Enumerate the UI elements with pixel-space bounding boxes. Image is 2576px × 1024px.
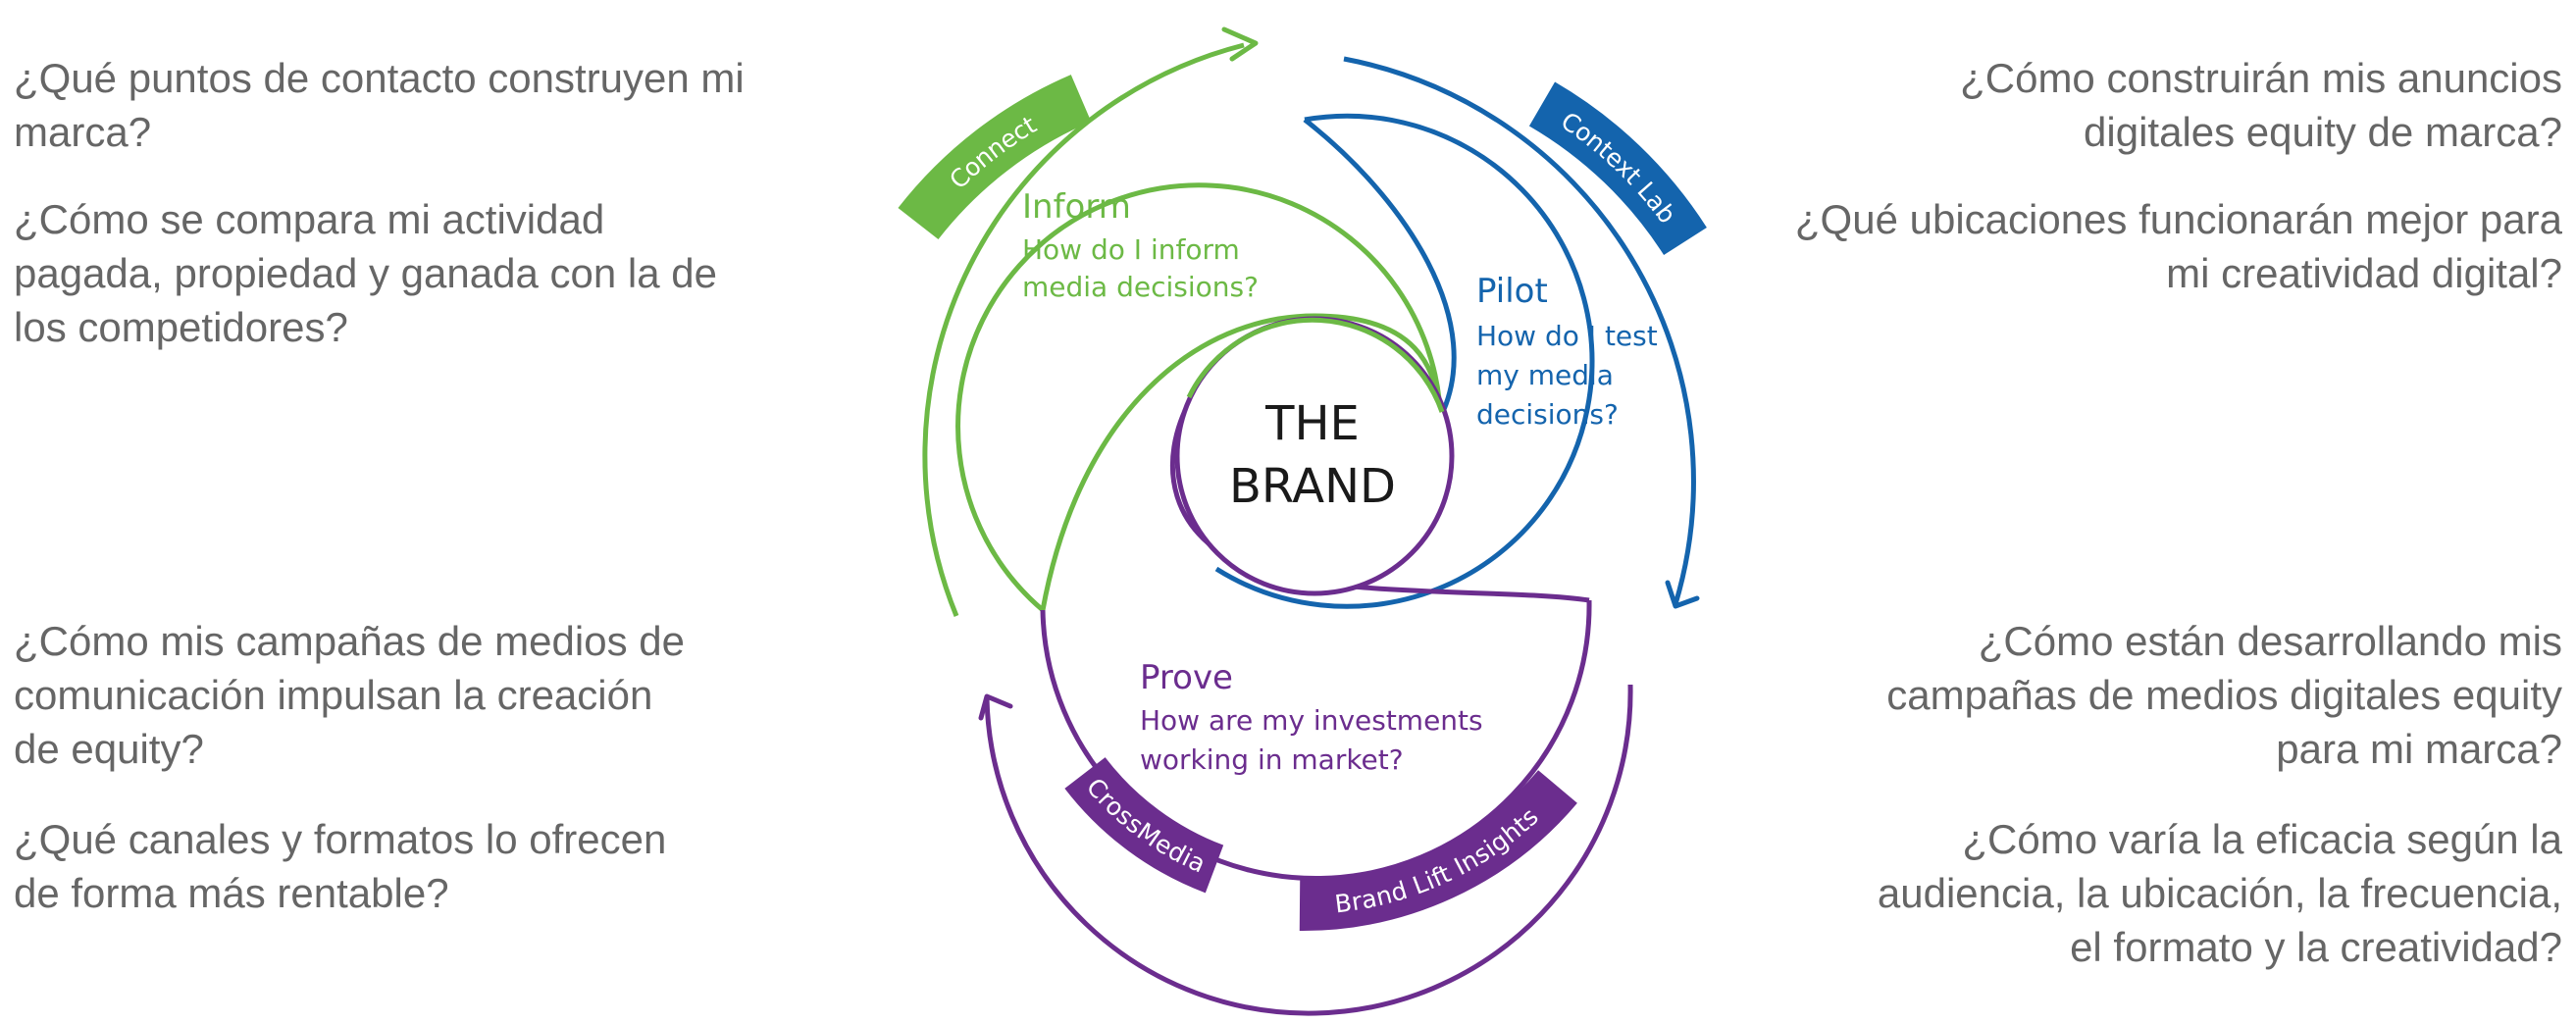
prove-question-line1: How are my investments — [1140, 704, 1483, 737]
question-crossmedia-equity: ¿Cómo mis campañas de medios de comunica… — [14, 618, 685, 772]
pilot-title: Pilot — [1476, 272, 1548, 311]
inform-inner-curve — [1040, 313, 1443, 611]
brand-center-line1: THE — [1264, 396, 1360, 451]
outer-purple-arrow — [978, 684, 1633, 1016]
pilot-inner-curve — [1303, 118, 1457, 424]
prove-question-line2: working in market? — [1140, 743, 1404, 776]
arrowhead-icon — [978, 693, 1013, 721]
question-crossmedia-channels: ¿Qué canales y formatos lo ofrecen de fo… — [14, 816, 667, 916]
outer-blue-arrow — [1343, 56, 1700, 609]
inform-question-line2: media decisions? — [1022, 271, 1259, 303]
pilot-question-line1: How do I test — [1476, 320, 1658, 352]
prove-arc — [1040, 599, 1592, 882]
brand-center-line2: BRAND — [1229, 459, 1396, 514]
question-contextlab-ads: ¿Cómo construirán mis anuncios digitales… — [1960, 55, 2562, 155]
pilot-question-line2: my media — [1476, 359, 1614, 391]
question-connect-competitors: ¿Cómo se compara mi actividad pagada, pr… — [14, 196, 717, 350]
outer-green-arrow — [922, 26, 1259, 617]
arrowhead-icon — [1221, 26, 1259, 62]
tab-crossmedia: CrossMedia — [1064, 756, 1224, 894]
question-contextlab-placements: ¿Qué ubicaciones funcionarán mejor para … — [1794, 196, 2562, 296]
arrowhead-icon — [1665, 580, 1700, 609]
tab-context-lab-label: Context Lab — [1556, 106, 1681, 229]
prove-title: Prove — [1140, 658, 1233, 697]
inform-title: Inform — [1022, 187, 1131, 227]
pilot-arc — [1214, 113, 1595, 609]
pilot-question-line3: decisions? — [1476, 398, 1619, 431]
inform-arc — [955, 182, 1444, 612]
inform-question-line1: How do I inform — [1022, 233, 1240, 266]
question-connect-touchpoints: ¿Qué puntos de contacto construyen mi ma… — [14, 55, 745, 155]
brand-core-green-edge — [1186, 317, 1445, 413]
question-brandlift-campaigns: ¿Cómo están desarrollando mis campañas d… — [1886, 618, 2562, 772]
question-brandlift-effectiveness: ¿Cómo varía la eficacia según la audienc… — [1877, 816, 2562, 970]
